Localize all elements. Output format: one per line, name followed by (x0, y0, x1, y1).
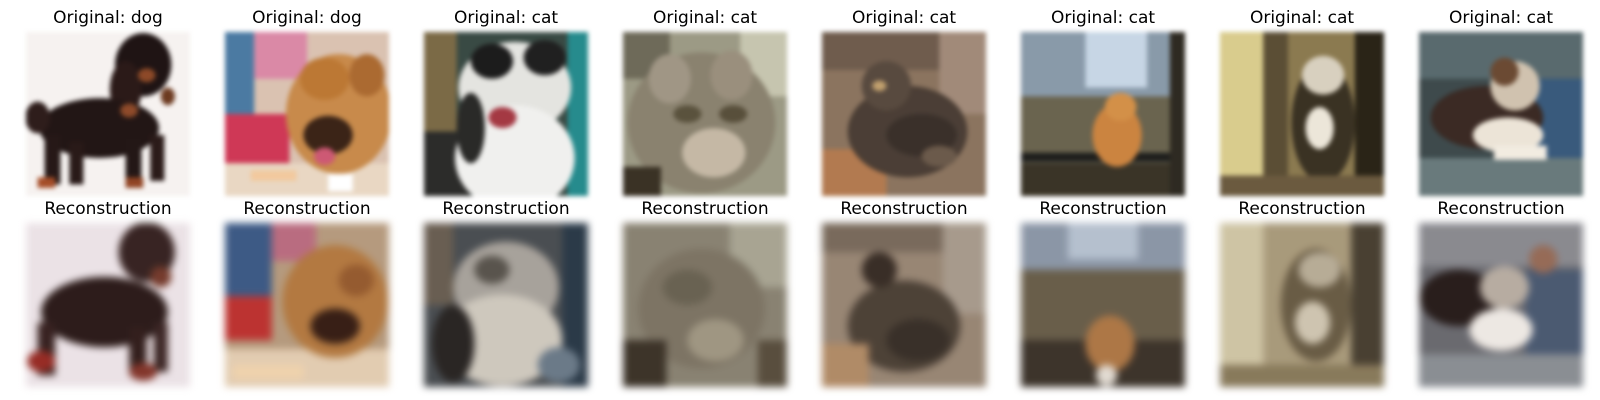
original-image-5 (822, 32, 986, 196)
panel-title: Reconstruction (243, 199, 371, 219)
original-panel-4: Original: cat (623, 6, 787, 196)
original-image-6 (1021, 32, 1185, 196)
reconstruction-image-5 (822, 223, 986, 387)
reconstruction-image-1 (26, 223, 190, 387)
original-panel-2: Original: dog (225, 6, 389, 196)
reconstruction-image-8 (1419, 223, 1583, 387)
panel-title: Reconstruction (1039, 199, 1167, 219)
panel-title: Original: dog (53, 8, 163, 28)
panel-title: Original: cat (1050, 8, 1156, 28)
original-panel-5: Original: cat (822, 6, 986, 196)
reconstruction-image-4 (623, 223, 787, 387)
reconstructions-row: Reconstruction Reconstruction (0, 197, 1600, 387)
panel-title: Reconstruction (641, 199, 769, 219)
panel-title: Reconstruction (442, 199, 570, 219)
original-image-7 (1220, 32, 1384, 196)
panel-title: Original: cat (453, 8, 559, 28)
panel-title: Reconstruction (44, 199, 172, 219)
reconstruction-panel-5: Reconstruction (822, 197, 986, 387)
reconstruction-panel-1: Reconstruction (26, 197, 190, 387)
panel-title: Original: dog (252, 8, 362, 28)
original-panel-8: Original: cat (1419, 6, 1583, 196)
original-panel-7: Original: cat (1220, 6, 1384, 196)
reconstruction-image-2 (225, 223, 389, 387)
panel-title: Original: cat (1448, 8, 1554, 28)
originals-row: Original: dog (0, 6, 1600, 196)
reconstruction-panel-8: Reconstruction (1419, 197, 1583, 387)
panel-title: Reconstruction (1437, 199, 1565, 219)
reconstruction-panel-7: Reconstruction (1220, 197, 1384, 387)
original-image-8 (1419, 32, 1583, 196)
reconstruction-image-7 (1220, 223, 1384, 387)
original-image-4 (623, 32, 787, 196)
panel-title: Reconstruction (1238, 199, 1366, 219)
reconstruction-panel-6: Reconstruction (1021, 197, 1185, 387)
original-image-3 (424, 32, 588, 196)
reconstruction-image-3 (424, 223, 588, 387)
original-image-1 (26, 32, 190, 196)
original-image-2 (225, 32, 389, 196)
panel-title: Original: cat (652, 8, 758, 28)
panel-title: Reconstruction (840, 199, 968, 219)
original-panel-6: Original: cat (1021, 6, 1185, 196)
reconstruction-image-6 (1021, 223, 1185, 387)
panel-title: Original: cat (1249, 8, 1355, 28)
original-panel-1: Original: dog (26, 6, 190, 196)
panel-title: Original: cat (851, 8, 957, 28)
reconstruction-panel-4: Reconstruction (623, 197, 787, 387)
reconstruction-panel-2: Reconstruction (225, 197, 389, 387)
original-panel-3: Original: cat (424, 6, 588, 196)
reconstruction-panel-3: Reconstruction (424, 197, 588, 387)
